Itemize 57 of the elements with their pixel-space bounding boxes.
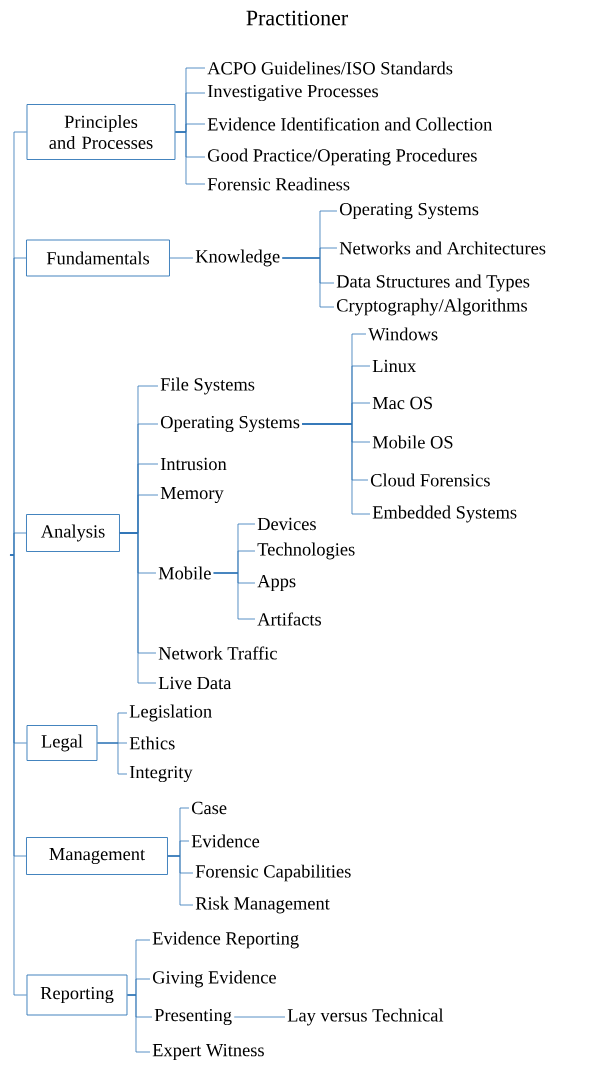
- topic-label: Operating Systems: [160, 415, 300, 433]
- topic-label: Memory: [160, 487, 224, 504]
- title: Practitioner: [246, 10, 348, 26]
- topic-label: Devices: [257, 517, 316, 531]
- topic-label: Good Practice/Operating Procedures: [207, 148, 477, 166]
- topic-label: Data Structures and Types: [336, 274, 530, 292]
- topic-label: File Systems: [160, 377, 255, 395]
- topic-label: Forensic Capabilities: [195, 864, 351, 882]
- topic-label: Mac OS: [372, 396, 432, 410]
- topic-label: Cloud Forensics: [370, 473, 490, 487]
- topic-label: Network Traffic: [158, 646, 277, 660]
- topic-label: Intrusion: [160, 457, 227, 471]
- connector-line: [119, 532, 157, 684]
- topic-label: Presenting: [154, 1008, 232, 1026]
- connector-line: [213, 572, 256, 620]
- topic-label: Apps: [257, 574, 296, 592]
- topic-label: Lay versus Technical: [287, 1008, 444, 1026]
- connector-line: [301, 423, 371, 515]
- topic-label: Mobile: [158, 566, 211, 580]
- topic-label: Expert Witness: [152, 1043, 264, 1061]
- topic-label: Investigative Processes: [207, 84, 378, 102]
- topic-label: Operating Systems: [339, 202, 479, 220]
- connector-line: [127, 994, 151, 1053]
- topic-label: Case: [191, 801, 227, 815]
- connector-line: [169, 257, 194, 259]
- category-box: Principles and Processes: [26, 104, 176, 160]
- topic-label: Live Data: [158, 676, 232, 690]
- topic-label: Risk Management: [195, 896, 330, 914]
- connector-line: [233, 1016, 286, 1018]
- topic-label: Networks and Architectures: [339, 241, 546, 255]
- topic-label: Giving Evidence: [152, 970, 276, 988]
- topic-label: Technologies: [257, 542, 355, 560]
- topic-label: Artifacts: [257, 612, 322, 626]
- topic-label: Evidence: [191, 834, 260, 848]
- topic-label: Cryptography/Algorithms: [336, 298, 527, 316]
- connector-line: [281, 257, 335, 308]
- connector-line: [167, 855, 194, 906]
- category-box: Reporting: [26, 974, 128, 1016]
- topic-label: Mobile OS: [372, 435, 453, 449]
- topic-label: Evidence Reporting: [152, 931, 299, 949]
- topic-label: Linux: [372, 359, 416, 373]
- category-box: Management: [26, 837, 168, 875]
- category-box: Legal: [26, 725, 98, 761]
- topic-label: Knowledge: [195, 249, 280, 267]
- connector-line: [97, 742, 128, 775]
- category-box: Fundamentals: [26, 239, 170, 277]
- topic-label: ACPO Guidelines/ISO Standards: [207, 61, 453, 75]
- topic-label: Forensic Readiness: [207, 177, 350, 191]
- topic-label: Windows: [368, 327, 438, 341]
- connector-line: [175, 131, 206, 185]
- topic-label: Embedded Systems: [372, 505, 517, 523]
- connector-line: [9, 554, 27, 996]
- category-box: Analysis: [26, 514, 120, 552]
- topic-label: Ethics: [129, 736, 175, 750]
- topic-label: Legislation: [129, 704, 212, 722]
- topic-label: Evidence Identification and Collection: [207, 117, 493, 131]
- topic-label: Integrity: [129, 765, 193, 783]
